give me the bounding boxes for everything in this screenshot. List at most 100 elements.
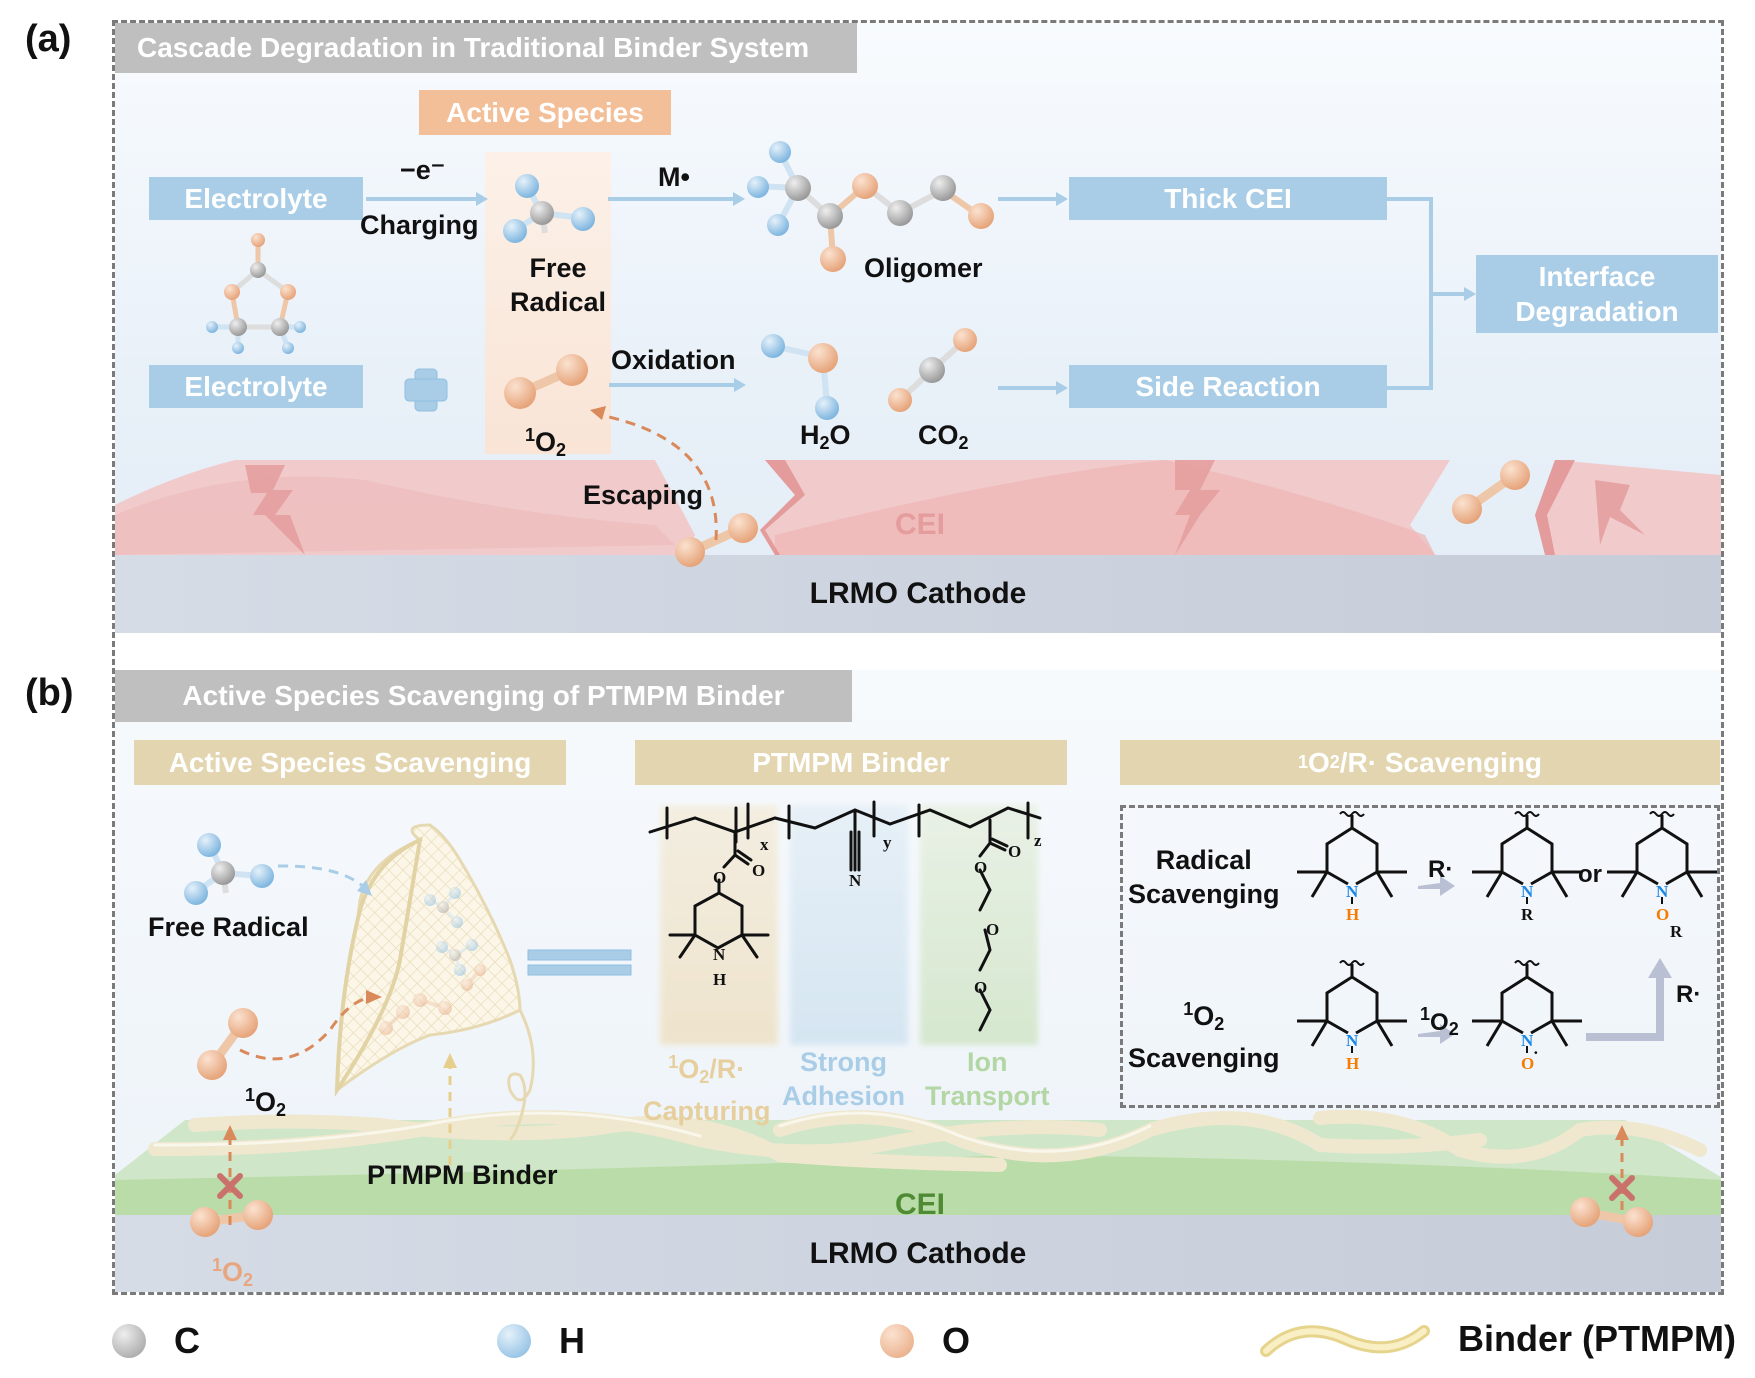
binder-strand (188, 1114, 1007, 1172)
free-radical-capture-arrow (277, 864, 367, 890)
crack-icons (245, 460, 1645, 555)
reaction-arrow-radical (1418, 876, 1455, 896)
active-species-header: Active Species (419, 90, 671, 135)
binder-strand-icon (1260, 1325, 1430, 1357)
singlet-reagent-label: 1O2 (1420, 997, 1459, 1046)
atom-r-3: R (1670, 922, 1683, 941)
electrolyte-molecule (206, 233, 306, 354)
ptmpm-binder-header: PTMPM Binder (635, 740, 1067, 785)
sing-o: O (1193, 1001, 1215, 1031)
header-tail: /R· Scavenging (1339, 746, 1543, 778)
rad-line1: Radical (1155, 845, 1252, 875)
co2-co: CO (918, 420, 959, 450)
h2o-molecule (761, 334, 839, 420)
legend-item-binder: Binder (PTMPM) (1260, 1318, 1736, 1360)
blocked-sub: 2 (243, 1270, 254, 1290)
header-o: O (1307, 746, 1330, 778)
free-radical-label: Free Radical (510, 251, 606, 319)
singlet-oxygen-sup: 1 (525, 425, 536, 445)
or-label: or (1578, 861, 1602, 888)
electrolyte-box-top: Electrolyte (149, 177, 363, 220)
oxygen-atom-icon (880, 1324, 914, 1358)
panel-b-label: (b) (25, 672, 74, 714)
oligomer-molecule (747, 141, 994, 272)
function-transport: Ion Transport (925, 1045, 1050, 1113)
h2o-label: H2O (800, 418, 851, 460)
panel-b-title: Active Species Scavenging of PTMPM Binde… (115, 670, 852, 722)
escaping-arrow (599, 413, 718, 541)
legend-item-carbon: C (112, 1320, 200, 1362)
radical-dot: · (1533, 1043, 1539, 1062)
atom-n-2: N (1521, 882, 1534, 901)
cei-label-a: CEI (895, 508, 946, 541)
function-capturing: 1O2/R· Capturing (643, 1045, 771, 1128)
trn-line1: Ion (967, 1047, 1008, 1077)
active-species-scavenging-header: Active Species Scavenging (134, 740, 566, 785)
atom-r-2: R (1521, 905, 1534, 924)
free-radical-line2: Radical (510, 287, 607, 317)
atom-h-4: H (1346, 1054, 1359, 1073)
hydrogen-atom-icon (497, 1324, 531, 1358)
oxygen-capture-arrow (239, 995, 373, 1061)
legend-item-oxygen: O (880, 1320, 970, 1362)
free-radical-label-b: Free Radical (148, 912, 309, 942)
charging-label: Charging (360, 210, 479, 240)
cathode-b: LRMO Cathode (115, 1215, 1721, 1292)
upward-reagent-label: R· (1676, 981, 1702, 1008)
crack-icon (1595, 480, 1645, 545)
atom-h-piperidine: H (713, 970, 726, 989)
cap-o: O (678, 1054, 700, 1084)
capturing-band (660, 805, 778, 1045)
header-sub: 2 (1329, 752, 1340, 772)
reaction-arrow-singlet (1418, 1024, 1455, 1044)
free-oxygen-molecule-crack (1452, 460, 1530, 524)
sing-sub: 2 (1214, 1014, 1225, 1034)
sing-line2: Scavenging (1128, 1043, 1280, 1073)
cap-tail: /R· (709, 1054, 746, 1084)
atom-n-1: N (1346, 882, 1359, 901)
legend-label-hydrogen: H (559, 1320, 585, 1361)
oligomer-label: Oligomer (864, 253, 983, 283)
interface-degradation-box: Interface Degradation (1476, 255, 1718, 333)
adhesion-band (790, 805, 908, 1045)
rad-line2: Scavenging (1128, 879, 1280, 909)
singlet-oxygen-label-a: 1O2 (525, 418, 566, 467)
atom-o-peg-carbonyl: O (1008, 842, 1021, 861)
minus-e-label: −e⁻ (400, 155, 446, 185)
escaping-label: Escaping (583, 480, 704, 510)
free-radical-molecule (503, 174, 595, 243)
binder-strand (1313, 1109, 1707, 1164)
subscript-x: x (760, 835, 769, 854)
sr-sub: 2 (1448, 1019, 1459, 1039)
b-sub: 2 (276, 1100, 287, 1120)
sing-sup: 1 (1183, 999, 1194, 1019)
panel-a-cei-layer (115, 460, 1721, 555)
interface-degradation-line1: Interface (1538, 261, 1656, 292)
singlet-oxygen-molecule-a (504, 354, 588, 409)
net-handle (507, 1009, 535, 1142)
cei-segment-right (1535, 460, 1721, 555)
legend-label-binder: Binder (PTMPM) (1458, 1318, 1736, 1359)
adh-line1: Strong (800, 1047, 887, 1077)
co2-sub: 2 (958, 433, 969, 453)
singlet-oxygen-o: O (535, 427, 557, 457)
free-radical-molecule-b (184, 833, 274, 905)
atom-n-4: N (1346, 1031, 1359, 1050)
radical-scavenging-label: Radical Scavenging (1128, 843, 1280, 911)
singlet-scavenging-label: 1O2 Scavenging (1128, 992, 1280, 1075)
interface-degradation-line2: Degradation (1515, 296, 1679, 327)
singlet-oxygen-molecule-b (197, 1008, 258, 1080)
panel-a-molecules (206, 141, 1530, 567)
legend-item-hydrogen: H (497, 1320, 585, 1362)
cap-sup: 1 (668, 1052, 679, 1072)
b-o: O (255, 1087, 277, 1117)
carbon-atom-icon (112, 1324, 146, 1358)
plus-icon (404, 368, 448, 412)
header-sup: 1 (1297, 752, 1308, 772)
atom-n-piperidine: N (713, 945, 726, 964)
mechanism-box (1120, 805, 1720, 1108)
atom-n-3: N (1656, 882, 1669, 901)
